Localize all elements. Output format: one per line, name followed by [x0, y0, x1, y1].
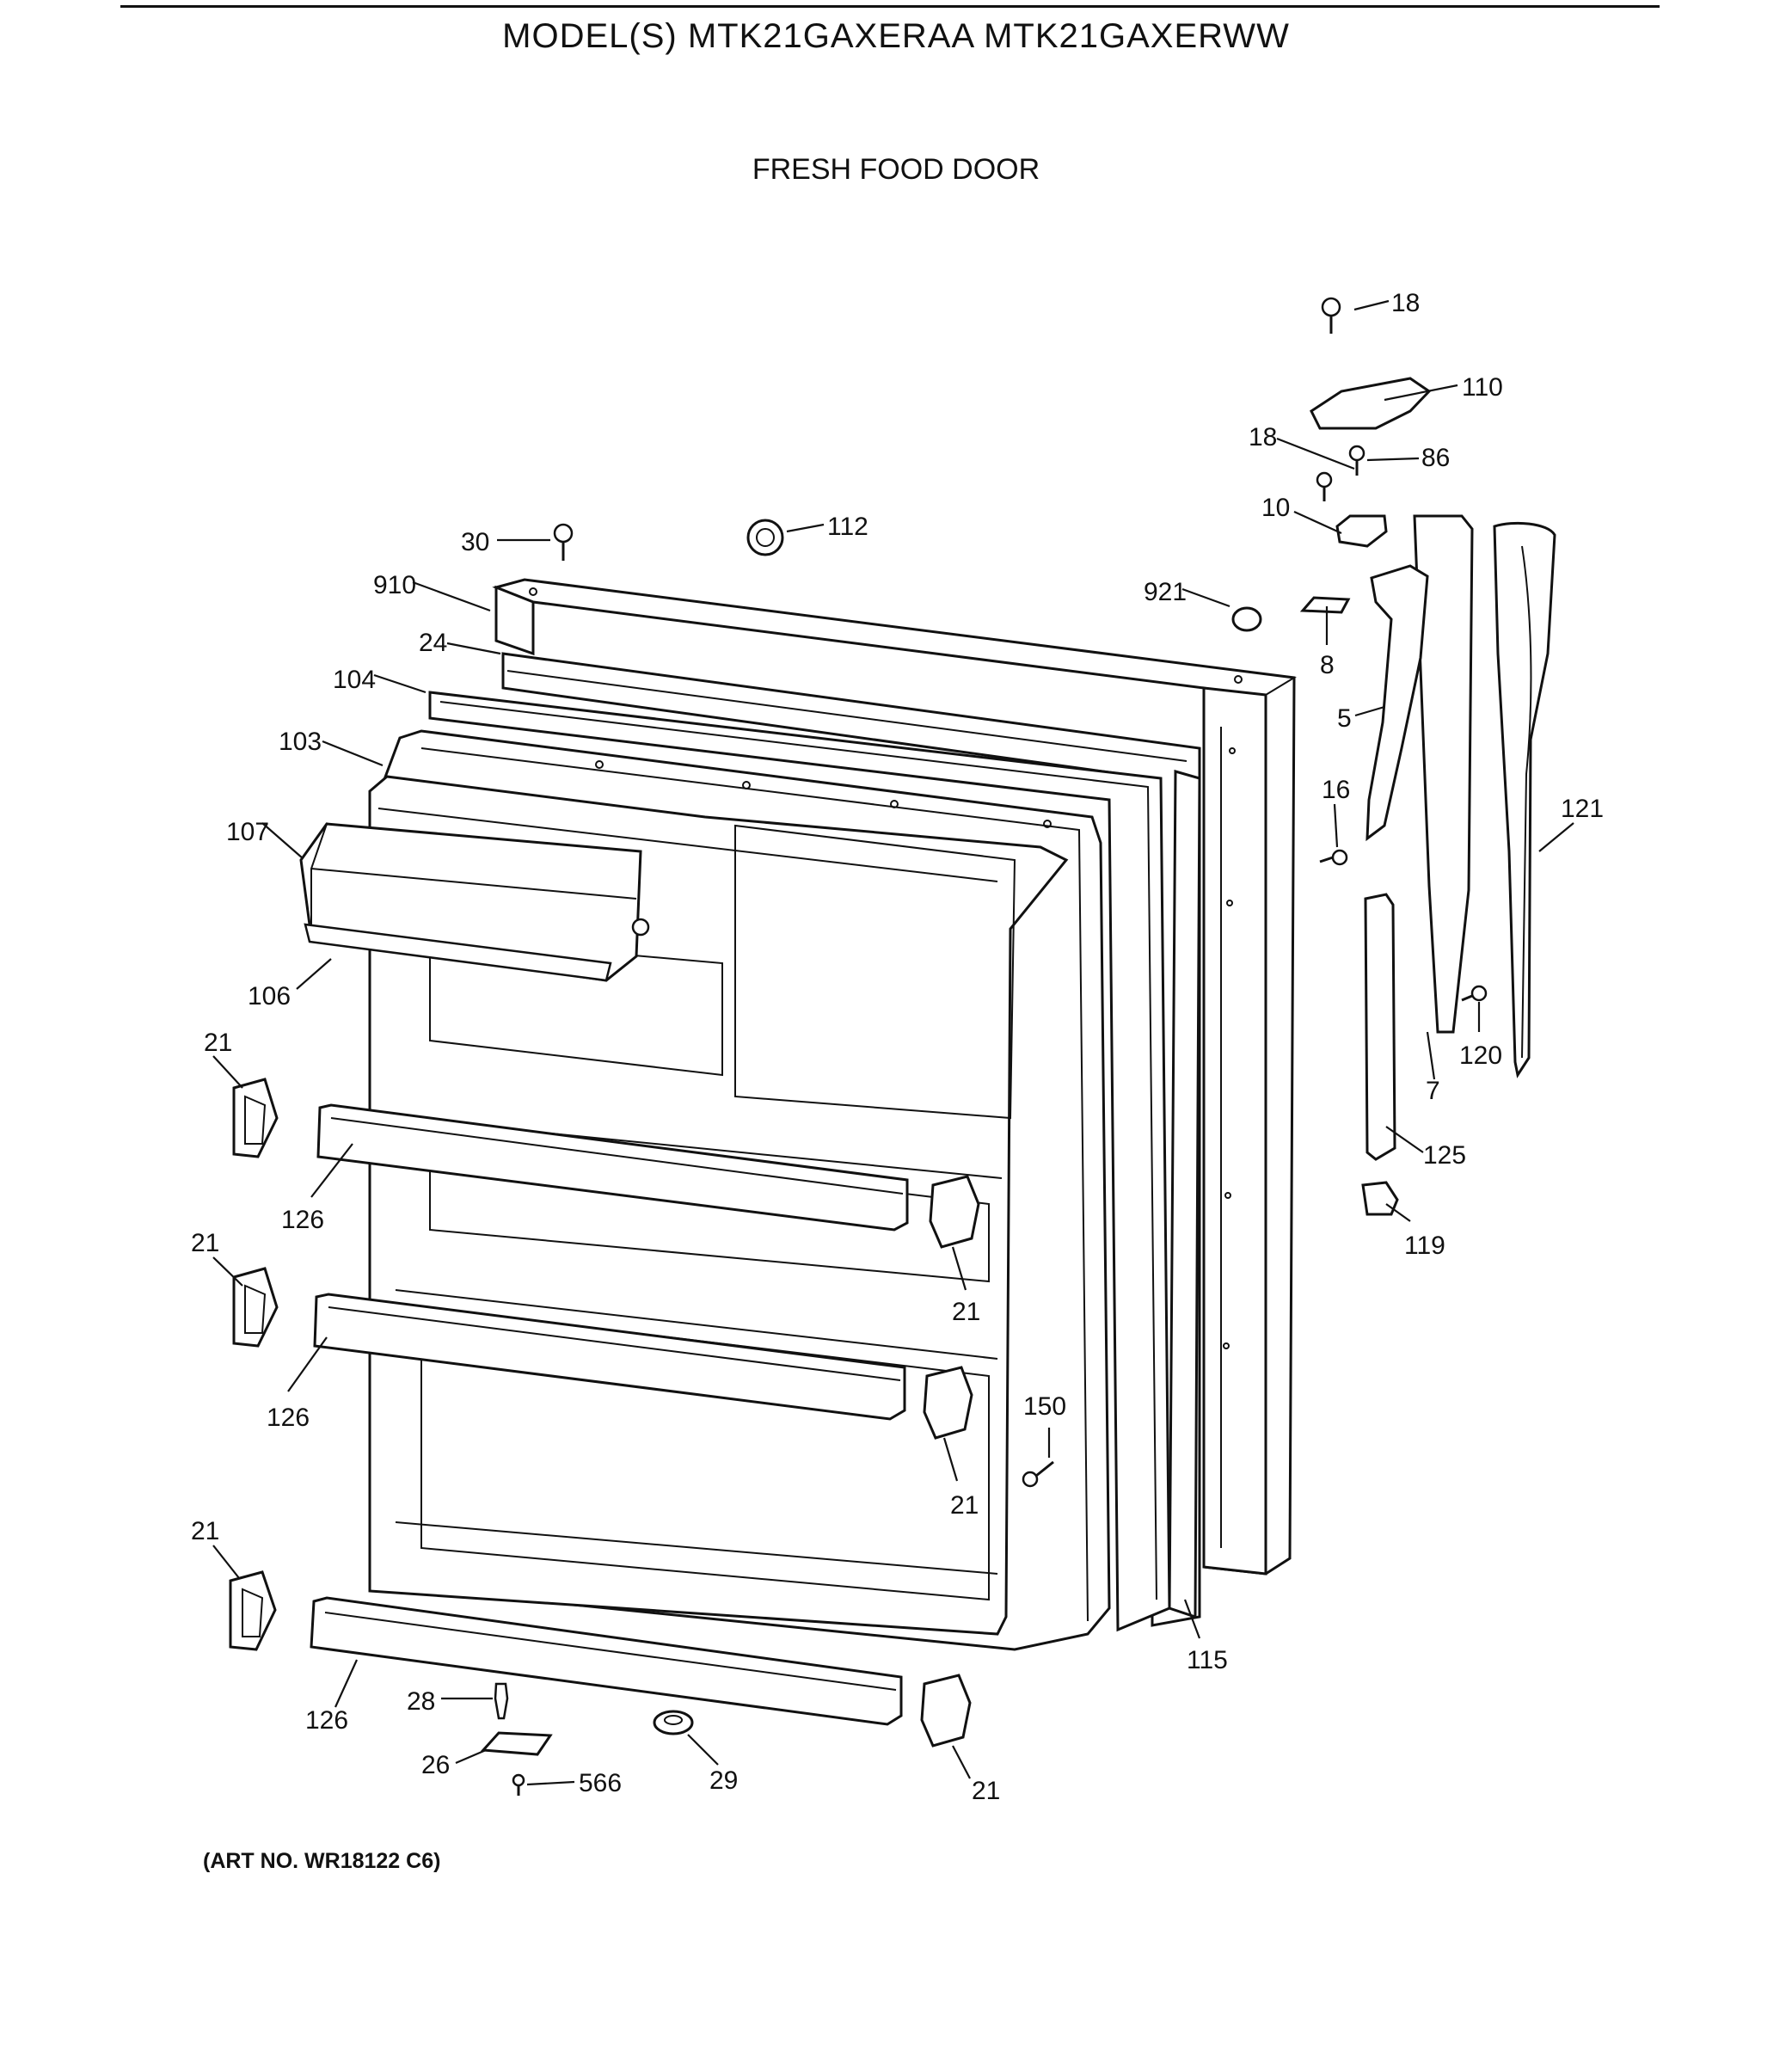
callout-103: 103 — [279, 728, 322, 756]
model-title: MODEL(S) MTK21GAXERAA MTK21GAXERWW — [502, 17, 1290, 55]
door-handle — [1493, 521, 1556, 1078]
callout-115: 115 — [1187, 1646, 1228, 1674]
button-plug — [746, 519, 784, 556]
callout-labels: 18 110 18 86 10 30 112 910 921 24 8 104 … — [191, 289, 1604, 1805]
callout-110: 110 — [1462, 373, 1503, 402]
callout-107: 107 — [226, 818, 269, 846]
callout-29: 29 — [709, 1766, 738, 1795]
callout-104: 104 — [333, 666, 376, 694]
leader-lines — [212, 299, 1574, 1786]
shelf-end-caps — [229, 1078, 980, 1748]
callout-10: 10 — [1261, 494, 1290, 522]
callout-21-right-middle: 21 — [950, 1491, 979, 1520]
hinge-plate — [1335, 514, 1388, 548]
callout-21-left-middle: 21 — [191, 1229, 219, 1257]
callout-106: 106 — [248, 982, 291, 1010]
hole-plug — [1231, 606, 1262, 632]
door-stop-pin — [494, 1682, 509, 1720]
callout-126-lower: 126 — [305, 1706, 348, 1735]
hinge-cover — [1310, 377, 1432, 430]
bushing — [653, 1710, 694, 1735]
callout-921: 921 — [1144, 578, 1187, 606]
callout-126-middle: 126 — [267, 1404, 310, 1432]
callout-21-left-bottom: 21 — [191, 1517, 219, 1545]
art-number: (ART NO. WR18122 C6) — [203, 1849, 441, 1873]
callout-566: 566 — [579, 1769, 622, 1797]
door-seal-strip — [1168, 770, 1201, 1619]
door-gasket — [501, 652, 1201, 1627]
callout-30: 30 — [461, 528, 489, 556]
callout-18-top: 18 — [1391, 289, 1420, 317]
hinge-clip — [1299, 596, 1351, 614]
callout-8: 8 — [1320, 651, 1335, 679]
callout-121: 121 — [1561, 795, 1604, 823]
hinge-arm — [1413, 514, 1474, 1034]
door-shelf-middle — [313, 1293, 906, 1421]
callout-28: 28 — [407, 1687, 435, 1716]
callout-21-right-bottom: 21 — [972, 1777, 1000, 1805]
callout-112: 112 — [827, 513, 868, 541]
callout-18-second: 18 — [1249, 423, 1277, 452]
callout-26: 26 — [421, 1751, 450, 1779]
handle-mount-strip — [1364, 893, 1396, 1161]
callout-24: 24 — [419, 629, 447, 657]
callout-119: 119 — [1404, 1232, 1445, 1260]
screws — [512, 297, 1488, 1796]
callout-5: 5 — [1337, 704, 1352, 733]
callout-21-right-upper: 21 — [952, 1298, 980, 1326]
liner-frame — [428, 691, 1171, 1632]
callout-21-left-top: 21 — [204, 1029, 232, 1057]
section-title: FRESH FOOD DOOR — [752, 153, 1040, 186]
callout-120: 120 — [1459, 1041, 1502, 1070]
dairy-compartment — [299, 822, 650, 982]
door-shelf-upper — [316, 1103, 909, 1232]
hinge-pin-plate — [480, 1731, 553, 1756]
outer-door-panel — [492, 578, 1297, 1576]
callout-16: 16 — [1322, 776, 1350, 804]
callout-150: 150 — [1023, 1392, 1066, 1421]
callout-125: 125 — [1423, 1141, 1466, 1170]
door-shelf-lower — [310, 1596, 903, 1726]
callout-86: 86 — [1421, 444, 1450, 472]
callout-7: 7 — [1426, 1077, 1440, 1105]
header-rule — [120, 5, 1660, 8]
callout-126-upper: 126 — [281, 1206, 324, 1234]
callout-910: 910 — [373, 571, 416, 599]
handle-bracket — [1365, 564, 1429, 842]
handle-end-cap — [1361, 1181, 1399, 1216]
